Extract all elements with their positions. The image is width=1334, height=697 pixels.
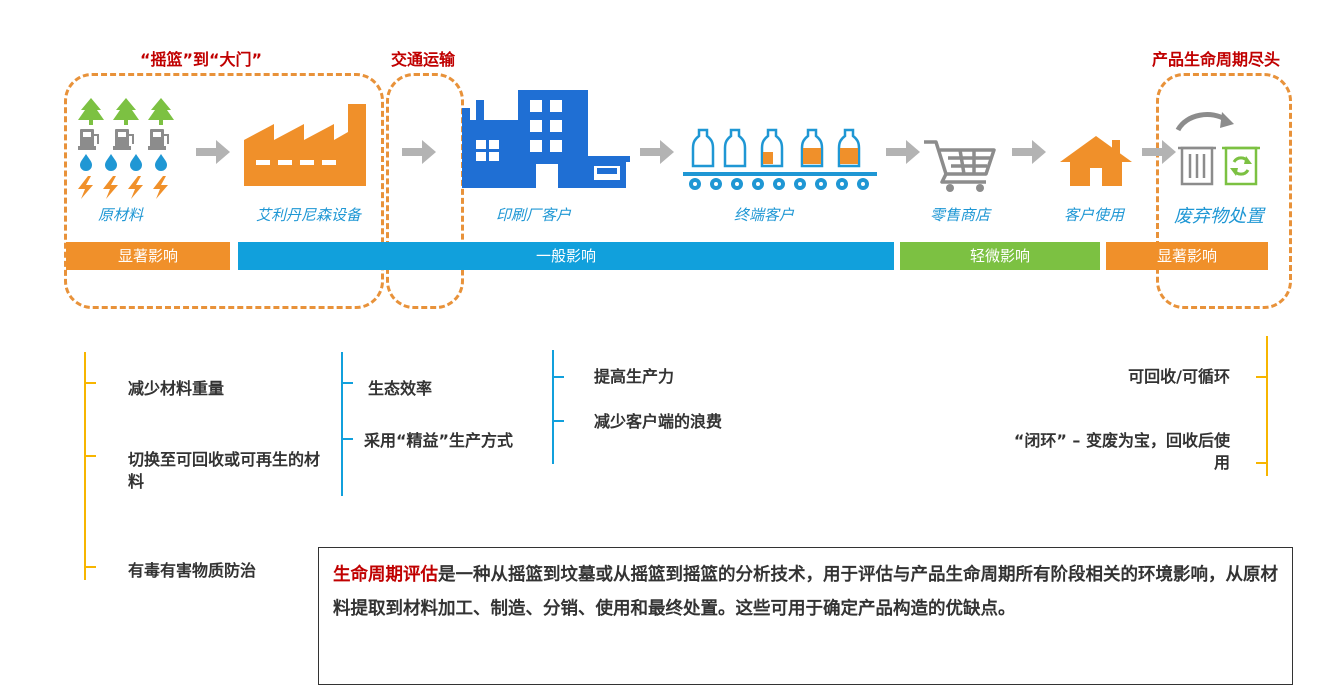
lca-term: 生命周期评估 (333, 565, 438, 585)
impact-bar-general: 一般影响 (238, 242, 894, 270)
title-end-of-life: 产品生命周期尽头 (1152, 50, 1281, 69)
lca-description-box: 生命周期评估是一种从摇篮到坟墓或从摇篮到摇篮的分析技术，用于评估与产品生命周期所… (318, 547, 1293, 685)
recycle-bin-icon (1175, 112, 1260, 186)
impact-bar-significant: 显著影响 (66, 242, 230, 270)
note-reduce-waste: 减少客户端的浪费 (594, 412, 723, 431)
timeline-line (552, 350, 554, 464)
timeline-tick (84, 382, 96, 384)
shopping-cart-icon (924, 140, 996, 192)
timeline-tick (84, 566, 96, 568)
transport-box (386, 73, 464, 309)
stage-label-end-customer: 终端客户 (734, 206, 795, 224)
printing-plant-icon (462, 90, 630, 188)
bottle-conveyor-icon (683, 128, 877, 190)
impact-bar-significant-eol: 显著影响 (1106, 242, 1268, 270)
stage-label-disposal: 废弃物处置 (1174, 206, 1264, 227)
note-toxic-prevention: 有毒有害物质防治 (128, 561, 257, 580)
lca-description-text: 是一种从摇篮到坟墓或从摇篮到摇篮的分析技术，用于评估与产品生命周期所有阶段相关的… (333, 565, 1278, 619)
note-productivity: 提高生产力 (594, 367, 675, 386)
timeline-tick (84, 455, 96, 457)
flow-arrow-icon (402, 140, 436, 164)
stage-label-printing-plant: 印刷厂客户 (496, 206, 572, 224)
timeline-tick (1256, 376, 1268, 378)
flow-arrow-icon (1142, 140, 1176, 164)
impact-bar-minor: 轻微影响 (900, 242, 1100, 270)
note-lean-production: 采用“精益”生产方式 (364, 431, 514, 450)
timeline-line (341, 352, 343, 496)
note-eco-efficiency: 生态效率 (368, 379, 433, 398)
note-switch-recyclable: 切换至可回收或可再生的材料 (128, 450, 321, 491)
flow-arrow-icon (640, 140, 674, 164)
stage-label-avery-dennison: 艾利丹尼森设备 (256, 206, 362, 224)
timeline-line (1266, 336, 1268, 476)
stage-label-customer-use: 客户使用 (1064, 206, 1125, 224)
note-closed-loop: “闭环” – 变废为宝，回收后使用 (1013, 431, 1230, 472)
house-icon (1060, 136, 1132, 186)
timeline-tick (552, 420, 564, 422)
cradle-to-gate-box (64, 73, 384, 309)
timeline-tick (341, 382, 353, 384)
note-reduce-weight: 减少材料重量 (128, 379, 225, 398)
timeline-tick (552, 376, 564, 378)
raw-materials-icon (78, 98, 174, 199)
title-transport: 交通运输 (391, 50, 456, 69)
stage-label-raw-materials: 原材料 (98, 206, 144, 224)
timeline-tick (1256, 462, 1268, 464)
stage-label-retail-store: 零售商店 (930, 206, 991, 224)
flow-arrow-icon (196, 140, 230, 164)
timeline-line (84, 352, 86, 580)
title-cradle-to-gate: “摇篮”到“大门” (140, 50, 263, 69)
note-recyclable: 可回收/可循环 (1128, 367, 1230, 386)
flow-arrow-icon (1012, 140, 1046, 164)
factory-icon (244, 104, 366, 186)
timeline-tick (341, 438, 353, 440)
flow-arrow-icon (886, 140, 920, 164)
end-of-life-box (1156, 73, 1292, 309)
